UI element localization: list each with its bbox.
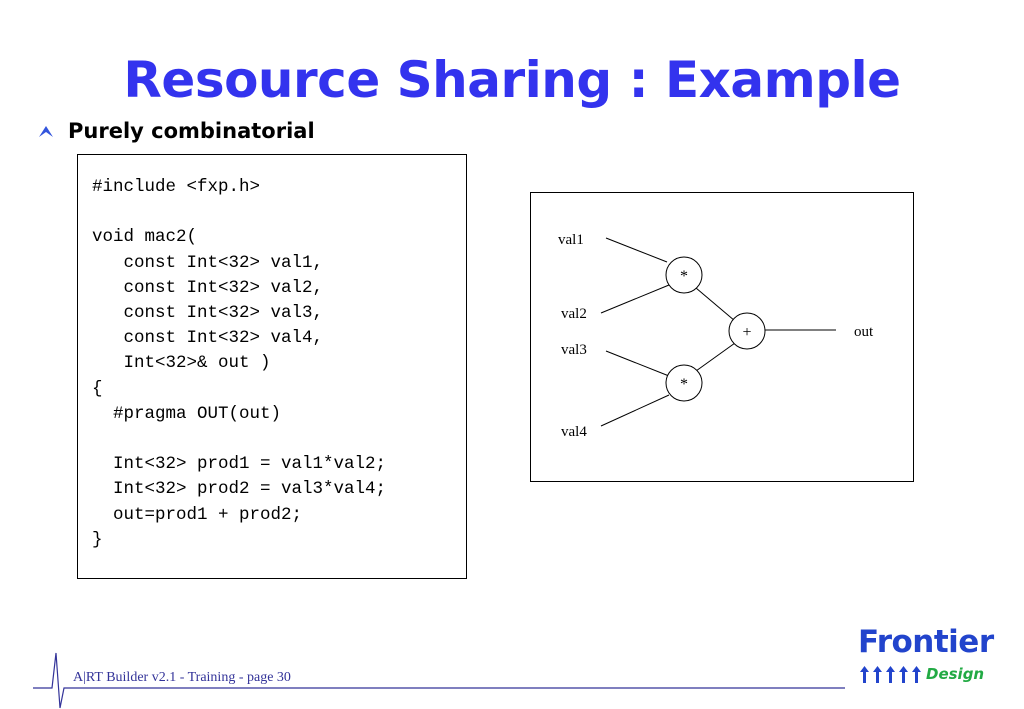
wire-val3: [605, 350, 670, 377]
dataflow-diagram-svg: * * + val1 val2 val3 val4 out: [558, 232, 874, 440]
logo-sub: Design: [926, 665, 985, 683]
bullet-text: Purely combinatorial: [68, 119, 315, 143]
bullet-item: Purely combinatorial: [38, 116, 315, 146]
code-line: #include <fxp.h>: [92, 177, 261, 197]
wire-val2: [600, 284, 670, 314]
adder-symbol: +: [742, 324, 751, 341]
input-label-val4: val4: [561, 424, 587, 440]
wire-prod2: [695, 342, 736, 372]
frontier-design-logo: Frontier Design: [856, 624, 994, 688]
code-line: #pragma OUT(out): [92, 403, 282, 424]
wire-val4: [600, 394, 670, 427]
input-label-val1: val1: [558, 232, 584, 248]
adder-node: [728, 312, 766, 350]
logo-arrows-icon: [860, 666, 921, 683]
code-line: Int<32> prod2 = val3*val4;: [92, 479, 387, 500]
multiplier-symbol-2: *: [680, 376, 688, 393]
code-line: out=prod1 + prod2;: [92, 504, 303, 525]
footer-pulse-line: [33, 652, 845, 709]
wire-val1: [605, 237, 668, 263]
slide-title: Resource Sharing : Example: [123, 51, 901, 109]
code-line: {: [92, 378, 103, 399]
output-label: out: [854, 324, 874, 340]
code-line: Int<32>& out ): [92, 353, 271, 374]
input-label-val2: val2: [561, 306, 587, 322]
code-line: void mac2(: [92, 227, 198, 248]
code-line: const Int<32> val4,: [92, 328, 324, 349]
code-listing: #include <fxp.h> void mac2( const Int<32…: [92, 175, 386, 553]
multiplier-node-2: [665, 364, 703, 402]
footer-text: A|RT Builder v2.1 - Training - page 30: [73, 670, 291, 685]
code-line: const Int<32> val1,: [92, 252, 324, 273]
code-line: }: [92, 529, 103, 550]
dataflow-diagram: * * + val1 val2 val3 val4 out: [530, 192, 914, 482]
code-line: Int<32> prod1 = val1*val2;: [92, 454, 387, 475]
code-line: const Int<32> val3,: [92, 303, 324, 324]
code-line: const Int<32> val2,: [92, 277, 324, 298]
multiplier-symbol-1: *: [680, 268, 688, 285]
code-listing-box: #include <fxp.h> void mac2( const Int<32…: [77, 154, 467, 579]
multiplier-node-1: [665, 256, 703, 294]
wire-prod1: [695, 287, 736, 322]
caret-up-icon: [39, 126, 53, 137]
logo-word: Frontier: [858, 624, 994, 660]
input-label-val3: val3: [561, 342, 587, 358]
